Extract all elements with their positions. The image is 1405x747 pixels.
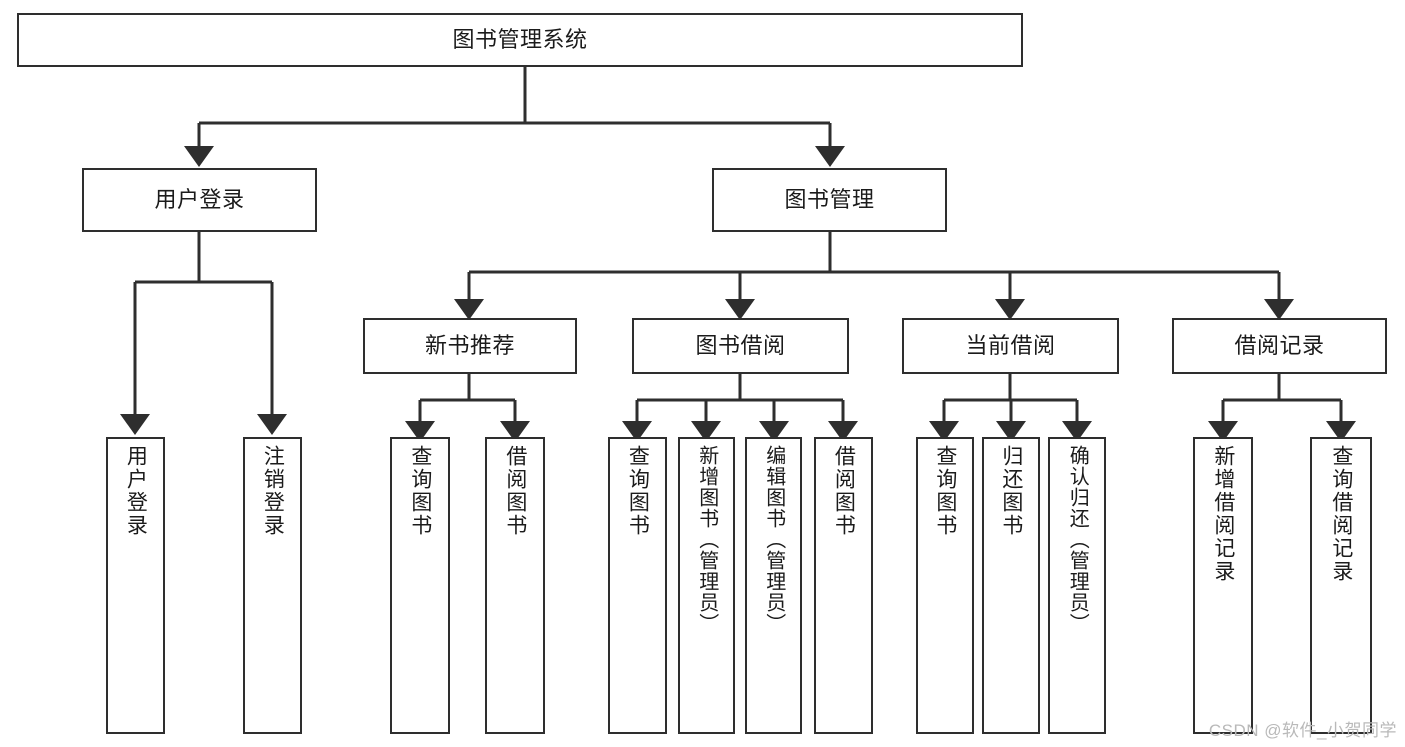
node-label: 当前借阅 [965,332,1056,358]
node-book-management[interactable]: 图书管理 [712,168,947,232]
node-new-book-recommend[interactable]: 新书推荐 [363,318,577,374]
node-label: 图书借阅 [695,332,786,358]
node-leaf-add-book-admin[interactable]: 新增图书（管理员） [678,437,735,734]
node-leaf-add-borrow-record[interactable]: 新增借阅记录 [1193,437,1253,734]
node-label: 图书管理 [784,186,875,212]
node-user-login[interactable]: 用户登录 [82,168,317,232]
node-label: 查询借阅记录 [1329,445,1353,583]
node-label: 查询图书 [408,445,432,537]
node-label: 归还图书 [999,445,1023,537]
node-label: 新增借阅记录 [1211,445,1235,583]
node-leaf-edit-book-admin[interactable]: 编辑图书（管理员） [745,437,802,734]
node-label: 查询图书 [626,445,650,537]
node-label: 确认归还（管理员） [1066,445,1089,634]
node-label: 用户登录 [154,186,245,212]
node-leaf-query-book-recommend[interactable]: 查询图书 [390,437,450,734]
node-label: 编辑图书（管理员） [762,445,785,634]
node-leaf-confirm-return-admin[interactable]: 确认归还（管理员） [1048,437,1106,734]
node-label: 注销登录 [261,445,285,537]
node-label: 新增图书（管理员） [695,445,718,634]
node-label: 借阅记录 [1234,332,1325,358]
node-label: 查询图书 [933,445,957,537]
node-label: 新书推荐 [424,332,515,358]
node-leaf-query-borrow-record[interactable]: 查询借阅记录 [1310,437,1372,734]
node-label: 用户登录 [124,445,148,537]
node-leaf-return-book[interactable]: 归还图书 [982,437,1040,734]
node-book-management-system[interactable]: 图书管理系统 [17,13,1023,67]
node-leaf-user-login[interactable]: 用户登录 [106,437,165,734]
node-label: 借阅图书 [503,445,527,537]
node-leaf-query-book-current[interactable]: 查询图书 [916,437,974,734]
node-borrow-record[interactable]: 借阅记录 [1172,318,1387,374]
node-leaf-logout-login[interactable]: 注销登录 [243,437,302,734]
node-label: 借阅图书 [832,445,856,537]
node-leaf-borrow-book-recommend[interactable]: 借阅图书 [485,437,545,734]
node-current-borrow[interactable]: 当前借阅 [902,318,1119,374]
node-book-borrow[interactable]: 图书借阅 [632,318,849,374]
csdn-watermark: CSDN @软件_小贺同学 [1208,721,1397,740]
node-leaf-borrow-book[interactable]: 借阅图书 [814,437,873,734]
node-label: 图书管理系统 [452,26,588,52]
node-leaf-query-book-borrow[interactable]: 查询图书 [608,437,667,734]
